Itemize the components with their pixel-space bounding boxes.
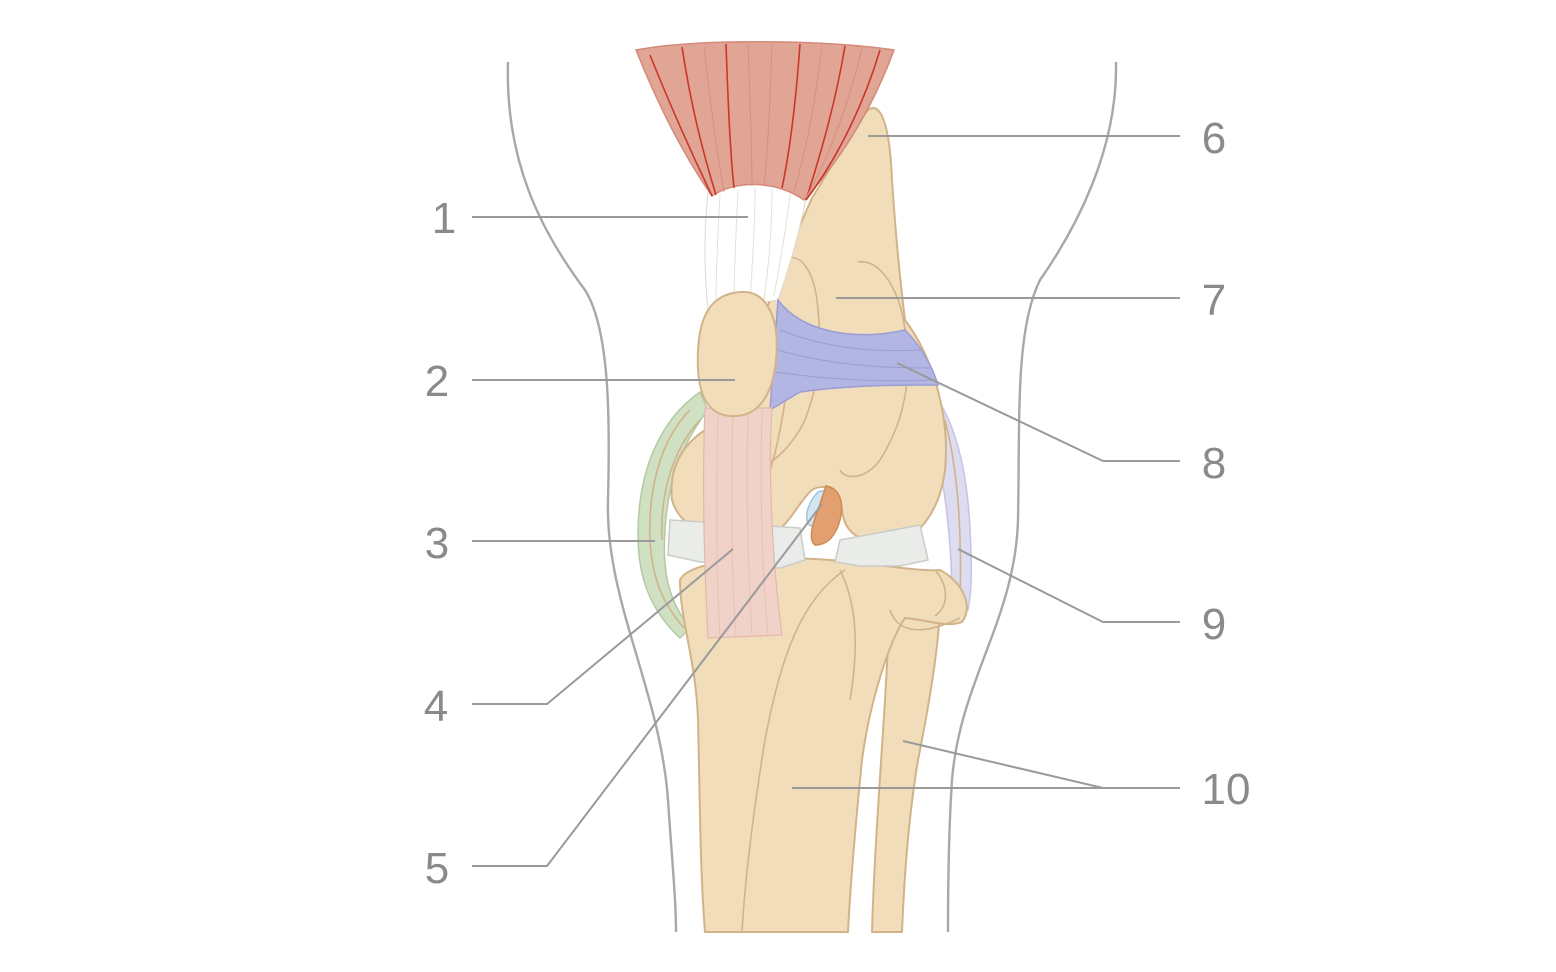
label-5: 5 xyxy=(425,844,449,893)
label-6: 6 xyxy=(1202,114,1226,163)
label-4: 4 xyxy=(424,682,448,731)
label-9: 9 xyxy=(1202,600,1226,649)
label-2: 2 xyxy=(425,357,449,406)
lateral-meniscus xyxy=(834,524,929,567)
label-10: 10 xyxy=(1202,765,1251,814)
leader-line-9 xyxy=(957,548,1180,623)
leader-line-8 xyxy=(896,362,1180,462)
leader-line-10a xyxy=(902,740,1180,789)
label-3: 3 xyxy=(425,519,449,568)
quadriceps-muscle xyxy=(634,40,896,201)
leader-line-5 xyxy=(472,503,823,867)
label-1: 1 xyxy=(432,194,456,243)
patella xyxy=(696,290,778,418)
leader-line-4 xyxy=(472,548,734,705)
label-7: 7 xyxy=(1202,276,1226,325)
femoropatellar-ligament xyxy=(769,297,940,412)
patellar-ligament xyxy=(702,407,783,639)
labels: 1 2 3 4 5 6 7 8 9 10 xyxy=(424,114,1251,893)
leader-lines xyxy=(472,135,1180,867)
fibula xyxy=(871,599,941,933)
muscle-fibers xyxy=(649,43,881,201)
cruciate-ligament-orange xyxy=(810,485,843,546)
label-8: 8 xyxy=(1202,439,1226,488)
leg-outline xyxy=(506,61,1118,933)
